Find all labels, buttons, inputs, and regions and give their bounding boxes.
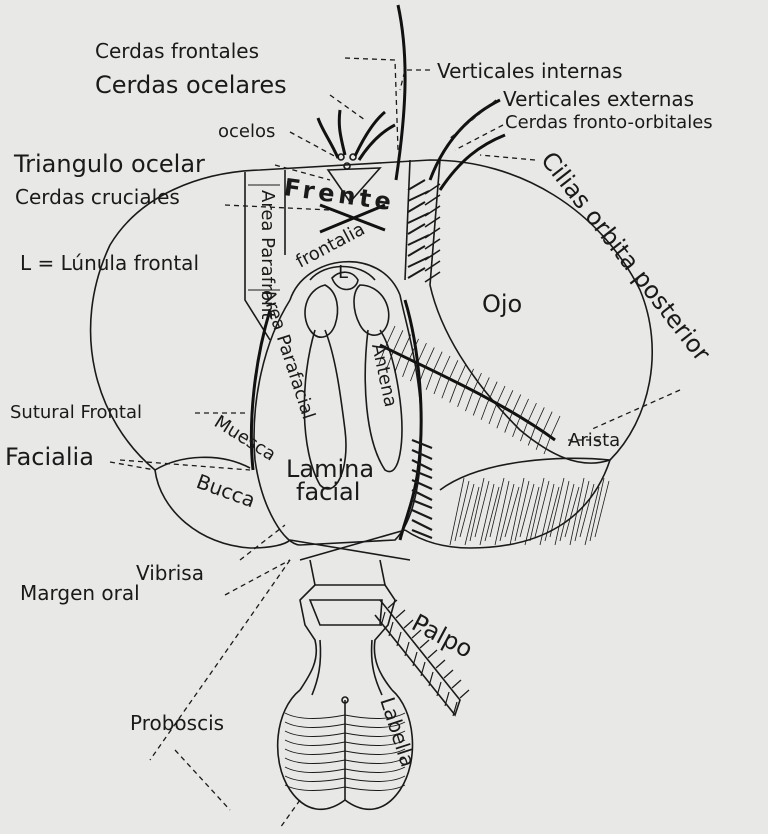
label-lunula-mark: L (338, 262, 348, 283)
right-eye-lower (405, 460, 610, 548)
label-proboscis: Proboscis (130, 711, 224, 735)
antenna-base-right (354, 285, 389, 335)
ocellar-bristle-4 (359, 125, 395, 160)
proboscis-base (310, 560, 385, 585)
antenna-base-left (305, 285, 338, 337)
label-verticales-internas: Verticales internas (437, 59, 623, 83)
label-muesca: Muesca (210, 411, 279, 465)
label-ojo: Ojo (482, 290, 522, 318)
label-cerdas-fronto-orbitales: Cerdas fronto-orbitales (505, 112, 713, 133)
label-bucca: Bucca (193, 469, 258, 512)
label-verticales-externas: Verticales externas (503, 87, 694, 111)
label-vibrisa: Vibrisa (136, 561, 204, 585)
label-palpo: Palpo (407, 609, 477, 664)
proboscis-stem-right (372, 640, 382, 695)
label-facial: facial (296, 478, 360, 506)
label-frente: Frente (282, 173, 397, 216)
label-lunula-frontal: L = Lúnula frontal (20, 251, 199, 275)
right-bucca-hatch (440, 458, 610, 545)
arista (380, 345, 555, 440)
label-cerdas-cruciales: Cerdas cruciales (15, 185, 180, 209)
proboscis-mentum (310, 600, 382, 625)
label-labella: Labella (375, 694, 420, 770)
label-triangulo-ocelar: Triangulo ocelar (13, 150, 205, 178)
frons-right-border (405, 160, 410, 280)
label-facialia: Facialia (5, 443, 94, 471)
ocellar-bristle-2 (339, 110, 345, 155)
ocellar-bristle-1 (318, 118, 338, 158)
label-cilias-orbita-posterior: Cilias orbita posterior (535, 146, 716, 366)
label-ocelos: ocelos (218, 121, 275, 142)
frontal-bristles (408, 180, 440, 282)
label-margen-oral: Margen oral (20, 581, 140, 605)
label-arista: Arista (568, 430, 620, 451)
label-cerdas-ocelares: Cerdas ocelares (95, 71, 287, 99)
label-sutural-frontal: Sutural Frontal (10, 402, 142, 423)
ocellus-3 (344, 163, 350, 169)
vertical-interna-bristle (396, 5, 405, 180)
right-facial-ridge (400, 300, 421, 540)
label-cerdas-frontales: Cerdas frontales (95, 39, 259, 63)
